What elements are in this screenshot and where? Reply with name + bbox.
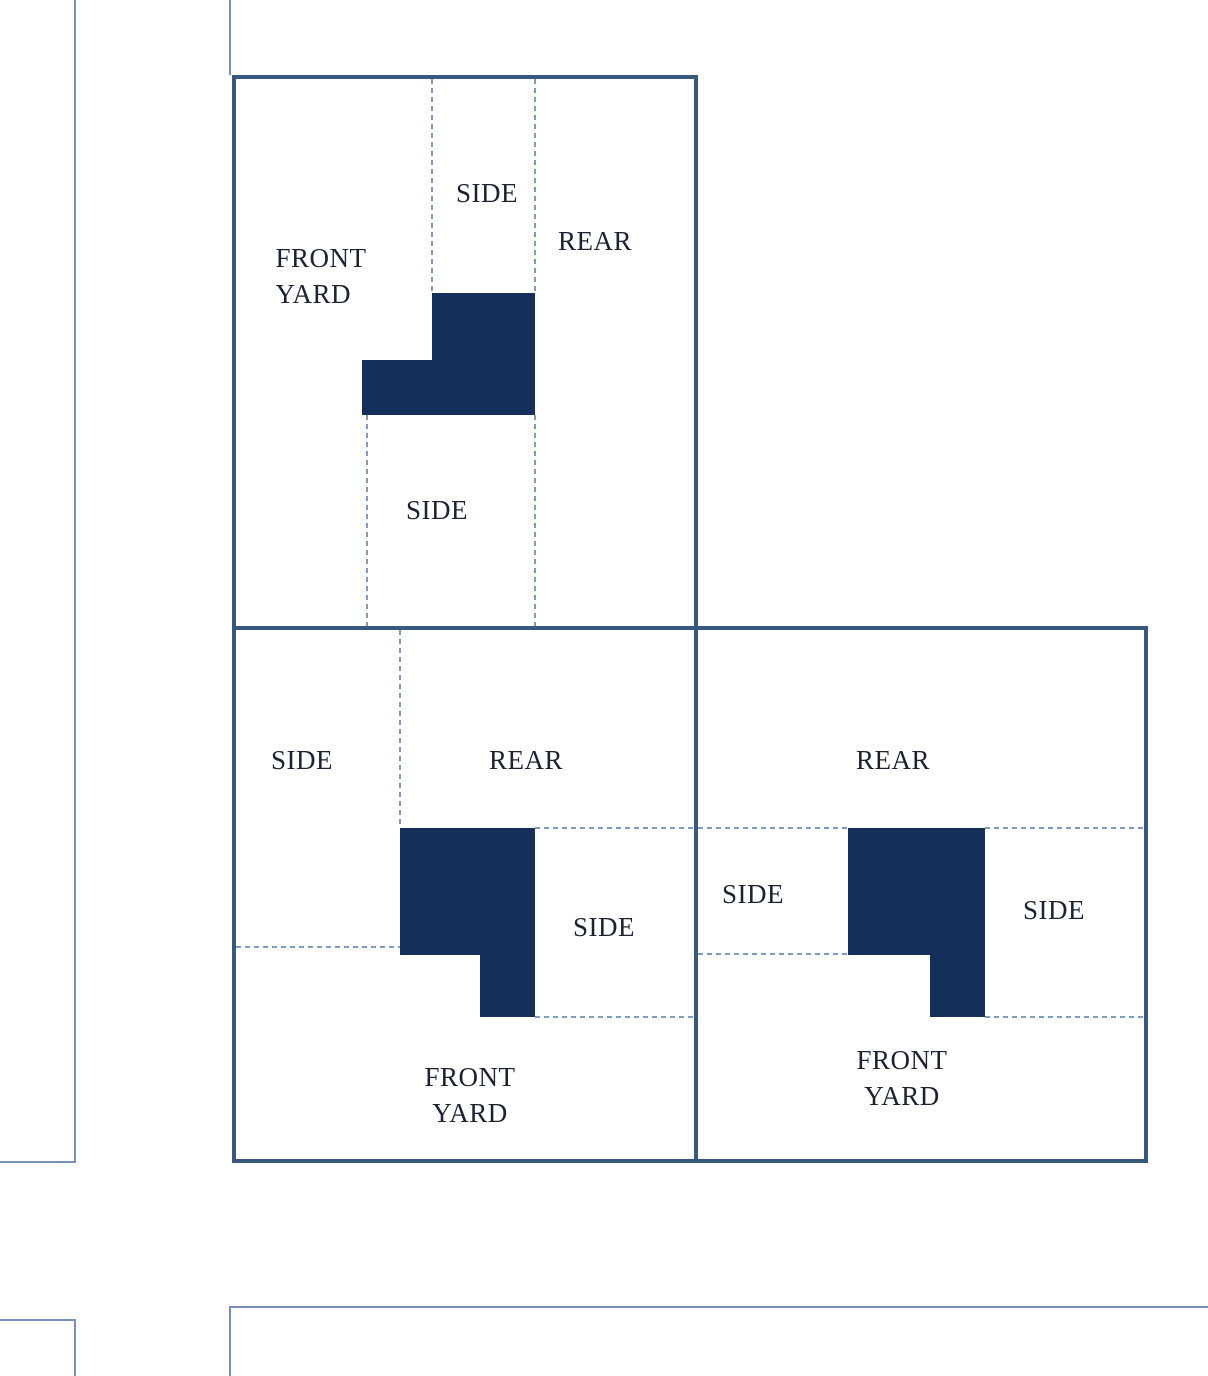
yard-divider-br-lot-rear-right (985, 827, 1144, 829)
building-footprint-br-main (848, 828, 985, 955)
building-footprint-br-wing (930, 955, 985, 1017)
yard-divider-br-lot-side-right (985, 1016, 1144, 1018)
street-edge-top-vertical (229, 0, 231, 75)
street-edge-bottom-left-horizontal (0, 1319, 76, 1321)
building-footprint-bl-wing (480, 955, 535, 1017)
yard-divider-top-lot-left-lower (366, 415, 368, 626)
yard-divider-bl-lot-side-right (535, 1016, 694, 1018)
yard-divider-top-lot-left-upper (431, 79, 433, 293)
street-edge-bottom-horizontal (229, 1306, 1208, 1308)
yard-divider-top-lot-right-upper (534, 79, 536, 293)
side-yard-label-bl-lot-right: SIDE (573, 912, 635, 943)
rear-yard-label-top-lot: REAR (557, 226, 633, 257)
lot-bottom-right (694, 626, 1148, 1163)
side-yard-label-br-lot-left: SIDE (722, 879, 784, 910)
building-footprint-top-main (432, 293, 535, 415)
yard-divider-br-lot-side-left (698, 953, 848, 955)
yard-divider-bl-lot-vertical (399, 630, 401, 828)
street-edge-left-vertical (74, 0, 76, 1162)
rear-yard-label-bl-lot: REAR (488, 745, 564, 776)
front-yard-label-br-lot: FRONT YARD (856, 1045, 948, 1111)
yard-divider-bl-lot-rear-right (535, 827, 694, 829)
yard-divider-bl-lot-side-left (236, 946, 400, 948)
building-footprint-top-wing (362, 360, 432, 415)
street-edge-left-corner (0, 1161, 76, 1163)
front-yard-label-bl-lot: FRONT YARD (424, 1062, 516, 1128)
side-yard-label-br-lot-right: SIDE (1023, 895, 1085, 926)
building-footprint-bl-main (400, 828, 535, 955)
yard-divider-top-lot-right-lower (534, 415, 536, 626)
street-edge-bottom-vertical (229, 1306, 231, 1376)
street-edge-bottom-left-vertical (74, 1319, 76, 1376)
side-yard-label-top-lot-lower: SIDE (406, 495, 468, 526)
side-yard-label-bl-lot-left: SIDE (271, 745, 333, 776)
front-yard-label-top-lot: FRONT YARD (275, 243, 367, 309)
yard-divider-br-lot-rear-left (698, 827, 848, 829)
side-yard-label-top-lot-upper: SIDE (456, 178, 518, 209)
rear-yard-label-br-lot: REAR (855, 745, 931, 776)
